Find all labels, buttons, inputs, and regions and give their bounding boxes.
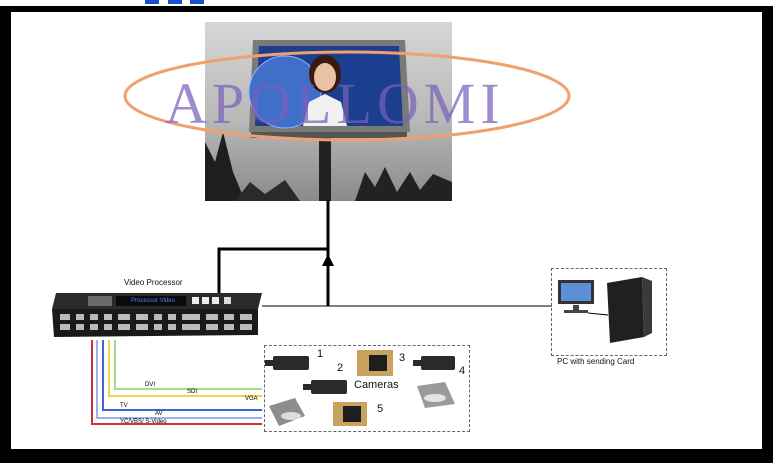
- camera-number-4: 4: [459, 365, 466, 377]
- pc-box: [551, 268, 667, 356]
- pc-drawing: [558, 277, 652, 343]
- cameras-box: 1 2 3 4 5 Cameras: [264, 345, 470, 432]
- signal-label-dvi: DVI: [145, 382, 156, 388]
- billboard-drawing: [205, 40, 452, 201]
- camera-number-2: 2: [337, 362, 344, 374]
- cameras-drawing: [265, 350, 455, 426]
- top-strip: [0, 0, 773, 6]
- top-dash: [190, 0, 204, 4]
- camera-number-5: 5: [377, 403, 384, 415]
- video-processor-drawing: [52, 293, 262, 337]
- cameras-label: Cameras: [354, 379, 399, 391]
- camera-number-3: 3: [399, 352, 406, 364]
- top-dash: [168, 0, 182, 4]
- pc-label: PC with sending Card: [557, 357, 635, 366]
- processor-screen-text: Processor Video: [131, 298, 175, 304]
- signal-label-vga: VGA: [245, 396, 258, 402]
- signal-label-sdi: SDI: [187, 389, 198, 395]
- camera-number-1: 1: [317, 348, 324, 360]
- top-dash: [145, 0, 159, 4]
- signal-label-yc: YC/VBS/ S-Video: [120, 419, 167, 425]
- video-processor-device: Processor Video: [52, 291, 264, 341]
- video-processor-title: Video Processor: [124, 278, 183, 287]
- signal-label-tv: TV: [120, 403, 128, 409]
- watermark-text: APOLLOMI: [165, 71, 505, 136]
- signal-label-av: AV: [155, 411, 163, 417]
